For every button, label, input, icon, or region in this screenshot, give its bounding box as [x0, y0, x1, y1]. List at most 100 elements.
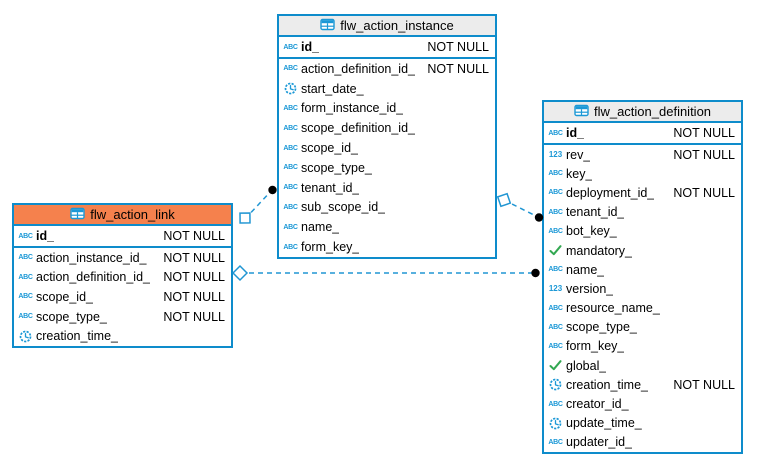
column-name: id_ [36, 229, 55, 243]
text-type-icon: ABC [283, 243, 298, 251]
text-type-icon: ABC [18, 254, 33, 262]
text-type-icon: ABC [283, 184, 298, 192]
column-name: bot_key_ [566, 224, 617, 239]
text-type-icon: ABC [283, 164, 298, 172]
column-name: creation_time_ [566, 377, 648, 392]
column-row[interactable]: start_date_ [279, 79, 495, 99]
column-row[interactable]: update_time_ [544, 414, 741, 433]
column-name: scope_type_ [36, 309, 107, 324]
column-row[interactable]: global_ [544, 356, 741, 375]
relationship-line[interactable] [503, 199, 540, 219]
column-name: tenant_id_ [301, 180, 360, 195]
column-name: form_key_ [301, 240, 360, 255]
column-constraint: NOT NULL [163, 229, 225, 243]
column-row[interactable]: creation_time_ [14, 326, 231, 346]
numeric-type-icon: 123 [548, 284, 563, 294]
column-name: name_ [566, 262, 605, 277]
text-type-icon: ABC [548, 129, 563, 137]
boolean-type-icon [547, 360, 564, 371]
datetime-type-icon [547, 378, 564, 391]
text-type-icon: ABC [18, 313, 33, 321]
datetime-type-icon [282, 82, 299, 95]
column-name: mandatory_ [566, 243, 633, 258]
table-header[interactable]: flw_action_link [14, 205, 231, 226]
text-type-icon: ABC [548, 208, 563, 216]
text-type-icon: ABC [283, 144, 298, 152]
table-icon [70, 207, 85, 223]
many-end-diamond-icon [239, 212, 251, 224]
column-name: action_definition_id_ [36, 270, 150, 285]
many-end-diamond-icon [231, 264, 249, 282]
text-type-icon: ABC [18, 232, 33, 240]
column-name: scope_definition_id_ [301, 121, 415, 136]
text-type-icon: ABC [283, 223, 298, 231]
text-type-icon: ABC [548, 304, 563, 312]
column-constraint: NOT NULL [163, 289, 225, 304]
column-name: tenant_id_ [566, 205, 625, 220]
column-name: resource_name_ [566, 301, 660, 316]
column-name: sub_scope_id_ [301, 200, 386, 215]
table-header[interactable]: flw_action_instance [279, 16, 495, 37]
column-name: deployment_id_ [566, 185, 655, 200]
column-row[interactable]: mandatory_ [544, 241, 741, 260]
column-name: action_definition_id_ [301, 61, 415, 76]
datetime-type-icon [17, 330, 34, 343]
column-name: scope_type_ [301, 160, 372, 175]
column-row[interactable]: creation_time_NOT NULL [544, 375, 741, 394]
relationship-instance-definition [496, 192, 544, 222]
text-type-icon: ABC [548, 342, 563, 350]
datetime-type-icon [547, 417, 564, 430]
table-header[interactable]: flw_action_definition [544, 102, 741, 123]
column-constraint: NOT NULL [673, 185, 735, 200]
text-type-icon: ABC [548, 170, 563, 178]
one-end-dot-icon [531, 268, 540, 278]
column-name: updater_id_ [566, 435, 633, 450]
text-type-icon: ABC [283, 104, 298, 112]
column-name: id_ [301, 40, 320, 54]
column-constraint: NOT NULL [163, 270, 225, 285]
table-icon [320, 18, 335, 34]
text-type-icon: ABC [548, 189, 563, 197]
text-type-icon: ABC [548, 400, 563, 408]
relationship-line[interactable] [244, 189, 273, 220]
many-end-diamond-icon [496, 192, 512, 208]
numeric-type-icon: 123 [548, 150, 563, 160]
table-title: flw_action_definition [593, 104, 712, 119]
text-type-icon: ABC [18, 293, 33, 301]
column-name: form_key_ [566, 339, 625, 354]
